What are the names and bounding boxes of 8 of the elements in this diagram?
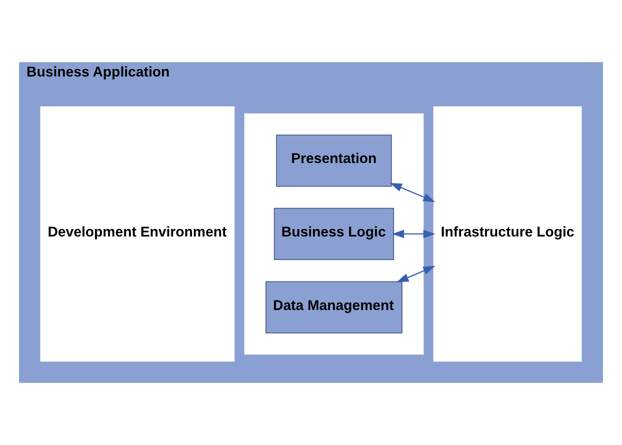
arrow bbox=[392, 230, 436, 238]
arrow bbox=[396, 266, 436, 282]
node-box: Development Environment bbox=[40, 106, 235, 362]
node-box: Business Logic bbox=[274, 208, 394, 260]
node-box: Presentation bbox=[276, 134, 392, 187]
arrow bbox=[390, 182, 436, 202]
node-box: Infrastructure Logic bbox=[433, 106, 582, 362]
node-box: Data Management bbox=[266, 281, 402, 334]
